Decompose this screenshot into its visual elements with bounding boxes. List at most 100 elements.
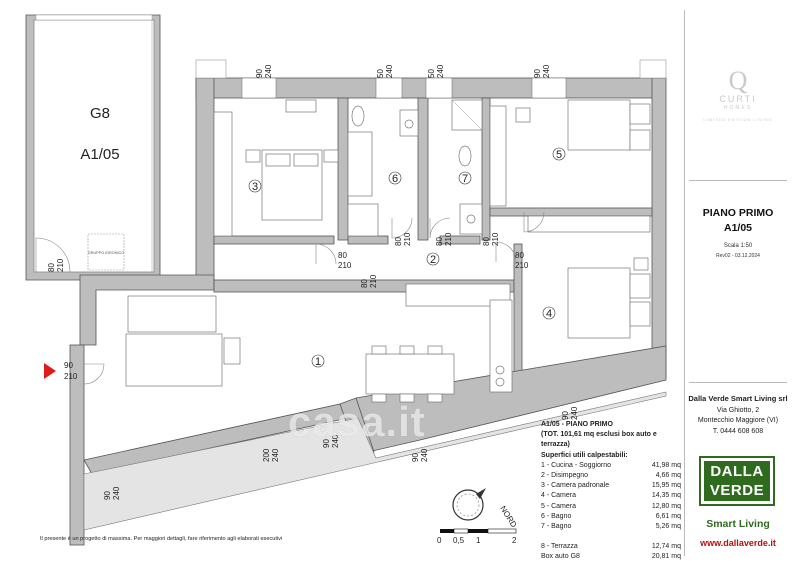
curti-logo-name: CURTI: [719, 94, 757, 104]
garage-door-width: 80: [47, 263, 56, 272]
room-number-5: 5: [552, 147, 566, 161]
dim-w1-a: 90: [255, 69, 264, 78]
scale-text: Scala 1:50: [723, 243, 753, 249]
room-2-label: 2: [430, 254, 436, 266]
dalla-verde-logo: DALLA VERDE: [699, 456, 775, 506]
room-number-7: 7: [458, 171, 472, 185]
compass-icon: NORD: [452, 488, 519, 529]
dim-w9-a: 90: [561, 411, 570, 420]
garage-door-height: 210: [56, 258, 65, 272]
logo-line-1: DALLA: [710, 463, 764, 480]
dim-w4-a: 90: [533, 69, 542, 78]
room-4-bedroom: [527, 215, 651, 339]
company-street: Via Ghiotto, 2: [716, 406, 760, 414]
room-number-3: 3: [248, 179, 262, 193]
dim-w8-a: 90: [411, 453, 420, 462]
scale-tick-1: 1: [476, 536, 481, 545]
door-swings: [83, 211, 545, 385]
areas-title: A1/05 - PIANO PRIMO: [541, 421, 613, 428]
room-3-master-bedroom: [213, 99, 339, 237]
garage-small-label: GRUPPO IDRONICO: [88, 251, 125, 255]
dim-entry-a: 90: [64, 361, 73, 370]
disclaimer-note: Il presente è un progetto di massima. Pe…: [40, 536, 283, 542]
company-phone: T. 0444 608 608: [712, 427, 764, 435]
dim-w3-a: 50: [427, 69, 436, 78]
dim-w3-b: 240: [436, 64, 445, 78]
room-4-label: 4: [546, 308, 552, 320]
room-7-label: 7: [462, 173, 468, 185]
dim-dmid-a: 80: [360, 279, 369, 288]
areas-subtitle: Superfici utili calpestabili:: [541, 451, 628, 459]
room-number-4: 4: [542, 306, 556, 320]
dim-w7-a: 90: [322, 439, 331, 448]
dimension-labels: 90 240 50 240 50 240 90 240 80 210 80 21…: [64, 64, 579, 500]
garage-unit: A1/05: [80, 146, 119, 163]
dim-d3-b: 210: [338, 261, 352, 270]
dim-d4-a: 80: [515, 251, 524, 260]
dim-d7b-a: 80: [482, 237, 491, 246]
dim-w2-b: 240: [385, 64, 394, 78]
curti-logo-sub: HOMES: [723, 105, 753, 111]
windows: [195, 59, 667, 99]
dim-w2-a: 50: [376, 69, 385, 78]
room-5-label: 5: [556, 149, 562, 161]
dim-d6-b: 210: [403, 232, 412, 246]
areas-total: (TOT. 101,61 mq esclusi box auto e terra…: [541, 431, 657, 449]
website-link[interactable]: www.dallaverde.it: [700, 538, 776, 548]
dim-d7b-b: 210: [491, 232, 500, 246]
dim-w8-b: 240: [420, 448, 429, 462]
dim-d3-a: 80: [338, 251, 347, 260]
floor-title: PIANO PRIMO: [702, 207, 774, 219]
revision-text: Rev02 - 03.12.2024: [716, 253, 760, 259]
dim-w5-a: 90: [103, 491, 112, 500]
room-number-6: 6: [388, 171, 402, 185]
curti-logo: Q CURTI HOMES LIMITED EDITION LIVING: [685, 68, 791, 124]
room-5-bedroom: [489, 99, 651, 207]
dim-d6-a: 80: [394, 237, 403, 246]
dim-w6-a: 200: [262, 448, 271, 462]
room-number-2: 2: [426, 252, 440, 266]
tagline: Smart Living: [706, 518, 770, 530]
dim-d7-b: 210: [444, 232, 453, 246]
scale-tick-0: 0: [437, 536, 442, 545]
floor-plan: G8 A1/05 GRUPPO IDRONICO 80 210: [25, 14, 667, 546]
company-name: Dalla Verde Smart Living srl: [688, 394, 788, 403]
room-number-1: 1: [311, 354, 325, 368]
room-6-label: 6: [392, 173, 398, 185]
areas-table: A1/05 - PIANO PRIMO (TOT. 101,61 mq escl…: [541, 420, 681, 563]
dim-d4-b: 210: [515, 261, 529, 270]
room-6-bathroom: [347, 105, 419, 237]
compass-label: NORD: [498, 504, 518, 529]
curti-logo-letter: Q: [728, 66, 748, 95]
scale-bar: 0 0,5 1 2: [437, 528, 517, 545]
garage-g8: G8 A1/05 GRUPPO IDRONICO 80 210: [25, 14, 161, 281]
room-1-living: [125, 283, 513, 403]
scale-tick-05: 0,5: [453, 536, 465, 545]
company-city: Montecchio Maggiore (VI): [697, 417, 779, 424]
unit-title: A1/05: [723, 222, 753, 234]
dim-dmid-b: 210: [369, 274, 378, 288]
dim-w7-b: 240: [331, 434, 340, 448]
dim-entry-b: 210: [64, 372, 78, 381]
title-block: Q CURTI HOMES LIMITED EDITION LIVING PIA…: [684, 10, 791, 556]
room-numbers: 1 2 3 4 5 6 7: [248, 147, 566, 368]
dim-w5-b: 240: [112, 486, 121, 500]
apartment-walls: [69, 77, 667, 546]
room-1-label: 1: [315, 356, 321, 368]
dim-d7-a: 80: [435, 237, 444, 246]
room-7-bathroom: [451, 99, 483, 235]
dim-w6-b: 240: [271, 448, 280, 462]
watermark: casa.it: [288, 398, 426, 445]
entry-arrow-icon: [44, 363, 56, 379]
room-3-label: 3: [252, 181, 258, 193]
curti-logo-tag: LIMITED EDITION LIVING: [703, 117, 773, 122]
